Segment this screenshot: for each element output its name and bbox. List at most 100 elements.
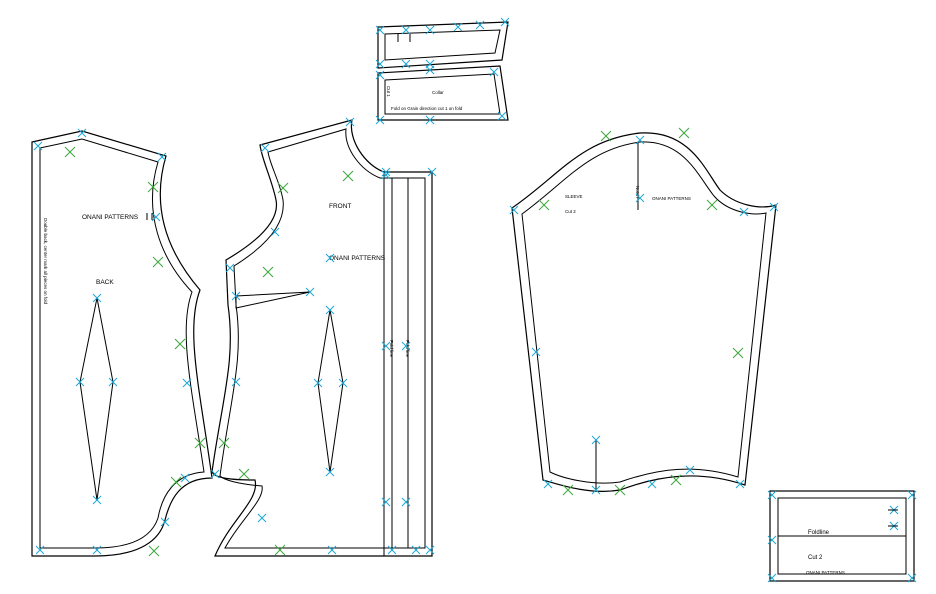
notch-mark (600, 130, 612, 142)
notch-mark (108, 377, 118, 387)
notch-mark (411, 545, 421, 555)
notch-mark (401, 25, 411, 35)
collar-name-label: Collar (432, 90, 444, 95)
notch-mark (35, 545, 45, 555)
notch-mark (180, 473, 190, 483)
pocket-foldline-label: Foldline (808, 530, 830, 536)
pocket-brand-label: ONANI PATTERNS (806, 570, 845, 575)
notch-mark (401, 341, 411, 351)
notch-mark (151, 212, 161, 222)
notch-mark (157, 152, 167, 162)
collar-instruction-label: Fold on Grain direction cut 1 on fold (391, 106, 463, 111)
notch-mark (425, 545, 435, 555)
notch-mark (401, 59, 411, 69)
notch-mark (425, 65, 435, 75)
notch-mark (262, 266, 274, 278)
notch-mark (174, 338, 186, 350)
notch-mark (543, 479, 553, 489)
notch-mark (92, 545, 102, 555)
notch-mark (767, 490, 777, 500)
notch-mark (210, 469, 220, 479)
notch-mark (327, 545, 337, 555)
notch-mark (64, 146, 76, 158)
back-name-label: BACK (96, 279, 114, 286)
notch-mark (685, 465, 695, 475)
notch-markers-cyan (33, 17, 917, 583)
pocket-cut-label: Cut 2 (808, 555, 823, 561)
sleeve-cut-label: Cut 2 (565, 209, 576, 214)
sleeve-pattern-piece[interactable] (511, 132, 777, 492)
notch-mark (342, 170, 354, 182)
back-brand-label: ONANI PATTERNS (82, 214, 139, 221)
notch-mark (739, 207, 749, 217)
sleeve-mark-label: Notch (635, 186, 640, 198)
notch-mark (531, 347, 541, 357)
notch-mark (345, 117, 355, 127)
notch-mark (160, 517, 170, 527)
placket-foldline-label-2: Fold line (405, 340, 410, 358)
front-pattern-piece[interactable] (211, 119, 433, 557)
notch-mark (381, 497, 391, 507)
notch-mark (257, 513, 267, 523)
notch-mark (375, 115, 385, 125)
notch-mark (274, 544, 286, 556)
notch-mark (277, 182, 289, 194)
notch-mark (375, 59, 385, 69)
notch-mark (591, 435, 601, 445)
notch-mark (678, 127, 690, 139)
notch-mark (497, 111, 507, 121)
notch-mark (325, 467, 335, 477)
notch-mark (538, 199, 550, 211)
notch-mark (591, 485, 601, 495)
notch-mark (225, 263, 235, 273)
notch-mark (401, 497, 411, 507)
notch-mark (425, 115, 435, 125)
notch-markers-green (64, 127, 744, 557)
back-pattern-piece[interactable] (31, 130, 213, 557)
notch-mark (270, 227, 280, 237)
notch-mark (767, 535, 777, 545)
notch-mark (735, 479, 745, 489)
notch-mark (194, 437, 206, 449)
notch-mark (170, 476, 182, 488)
notch-mark (706, 199, 718, 211)
notch-mark (375, 70, 385, 80)
notch-mark (387, 545, 397, 555)
placket-foldline-label-1: Fold line (389, 340, 394, 358)
notch-mark (489, 67, 499, 77)
notch-mark (562, 484, 574, 496)
grainline-ticks (146, 34, 898, 527)
notch-mark (75, 377, 85, 387)
notch-mark (325, 305, 335, 315)
notch-mark (453, 22, 463, 32)
sleeve-brand-label: ONANI PATTERNS (652, 196, 691, 201)
notch-mark (152, 256, 164, 268)
notch-mark (305, 287, 315, 297)
notch-mark (425, 25, 435, 35)
notch-mark (231, 291, 241, 301)
notch-mark (475, 20, 485, 30)
notch-mark (260, 143, 270, 153)
notch-mark (769, 202, 779, 212)
front-name-label: FRONT (329, 203, 351, 210)
notch-mark (92, 495, 102, 505)
notch-mark (907, 490, 917, 500)
notch-mark (218, 437, 230, 449)
pocket-pattern-piece[interactable] (769, 490, 915, 582)
collar-side-label: Cut 1 (386, 86, 391, 97)
notch-mark (375, 25, 385, 35)
notch-mark (767, 573, 777, 583)
sleeve-name-label: SLEEVE (565, 194, 583, 199)
notch-mark (33, 141, 43, 151)
notch-mark (670, 474, 682, 486)
notch-mark (635, 193, 645, 203)
notch-mark (231, 377, 241, 387)
notch-mark (509, 205, 519, 215)
notch-mark (77, 128, 87, 138)
collar-stand-pattern-piece[interactable] (377, 21, 509, 69)
notch-mark (381, 341, 391, 351)
notch-mark (381, 170, 391, 180)
notch-mark (338, 378, 348, 388)
notch-mark (635, 135, 645, 145)
